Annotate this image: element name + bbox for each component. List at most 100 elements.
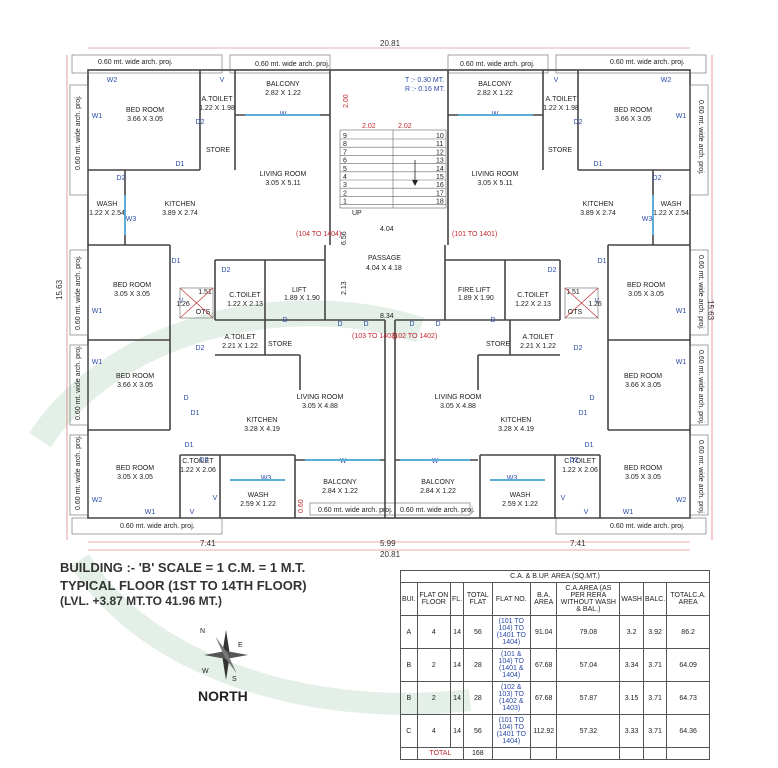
room-living2-mirror-label: LIVING ROOM <box>435 394 482 401</box>
table-cell: 14 <box>450 681 465 715</box>
ots-left <box>179 287 214 319</box>
room-bed1-mirror-size: 3.66 X 3.05 <box>615 116 651 123</box>
room-atoilet2-label: A.TOILET <box>225 334 257 341</box>
table-cell: 91.04 <box>529 615 558 649</box>
room-bed4-label: BED ROOM <box>116 465 154 472</box>
room-atoilet2-mirror-label: A.TOILET <box>523 334 555 341</box>
room-bed2-mirror-label: BED ROOM <box>627 282 665 289</box>
area-header-4: FLAT NO. <box>491 582 531 616</box>
room-bed4-mirror-size: 3.05 X 3.05 <box>625 474 661 481</box>
room-living2-size: 3.05 X 4.88 <box>302 403 338 410</box>
table-cell: 57.87 <box>556 681 621 715</box>
bottom-dim-1: 7.41 <box>200 539 216 548</box>
room-wash1-label: WASH <box>97 201 118 208</box>
stair-step-num: 12 <box>436 149 444 156</box>
north-label: NORTH <box>198 688 248 704</box>
compass-w: W <box>202 668 209 675</box>
tag-d2-mirror: D2 <box>548 267 557 274</box>
tag-v: V <box>179 298 184 305</box>
area-header-0: BUI. <box>400 582 418 616</box>
tag-d1: D1 <box>185 442 194 449</box>
proj-label-tm: 0.60 mt. wide arch. proj. <box>255 61 330 68</box>
table-cell: B <box>400 648 418 682</box>
lift-size: 1.89 X 1.90 <box>284 295 320 302</box>
room-ots-dim2: 1.26 <box>176 301 190 308</box>
room-living2-mirror-size: 3.05 X 4.88 <box>440 403 476 410</box>
tag-d2: D2 <box>222 267 231 274</box>
room-bed3-mirror-size: 3.66 X 3.05 <box>625 382 661 389</box>
top-left-projection <box>71 54 223 74</box>
stair-step-num: 3 <box>343 182 347 189</box>
tag-w1-mirror: W1 <box>623 509 634 516</box>
table-cell: 56 <box>463 615 493 649</box>
room-atoilet2-size: 2.21 X 1.22 <box>222 343 258 350</box>
table-cell: 64.73 <box>666 681 710 715</box>
room-atoilet2-mirror-size: 2.21 X 1.22 <box>520 343 556 350</box>
tag-w3-mirror: W3 <box>642 216 653 223</box>
table-cell: B <box>400 681 418 715</box>
overall-height-right: 15.63 <box>706 300 715 321</box>
tag-v: V <box>220 77 225 84</box>
room-balcony4-label: BALCONY <box>323 479 357 486</box>
proj-label-tr: 0.60 mt. wide arch. proj. <box>610 59 685 66</box>
table-cell: 112.92 <box>529 714 558 748</box>
table-cell: 4 <box>416 714 452 748</box>
proj-left-2: 0.60 mt. wide arch. proj. <box>75 255 82 330</box>
table-cell: 64.36 <box>666 714 710 748</box>
table-cell: 3.2 <box>619 615 644 649</box>
stair-step-num: 15 <box>436 174 444 181</box>
room-atoilet1-mirror-label: A.TOILET <box>546 96 578 103</box>
passage-h2: 2.13 <box>341 281 348 295</box>
tag-v-mirror: V <box>554 77 559 84</box>
table-cell: 3.15 <box>619 681 644 715</box>
room-ctoilet4-mirror-size: 1.22 X 2.06 <box>562 467 598 474</box>
table-cell: 3.34 <box>619 648 644 682</box>
room-bed3-mirror-label: BED ROOM <box>624 373 662 380</box>
tag-v-mirror: V <box>584 509 589 516</box>
table-cell: 3.92 <box>642 615 668 649</box>
room-kitchen1-label: KITCHEN <box>165 201 196 208</box>
proj-right-2: 0.60 mt. wide arch. proj. <box>697 255 704 330</box>
stair-step-num: 14 <box>436 166 444 173</box>
stair-step-num: 6 <box>343 158 347 165</box>
fire-lift-label: FIRE LIFT <box>458 287 491 294</box>
table-cell: 14 <box>450 615 465 649</box>
proj-right-1: 0.60 mt. wide arch. proj. <box>697 100 704 175</box>
tag-d2-mirror: D2 <box>653 175 662 182</box>
tag-w1: W1 <box>145 509 156 516</box>
stair-dim-2: 2.02 <box>398 123 412 130</box>
area-header-2: FL. <box>450 582 465 616</box>
room-bed4-size: 3.05 X 3.05 <box>117 474 153 481</box>
area-header-3: TOTAL FLAT <box>463 582 493 616</box>
room-living1-mirror-size: 3.05 X 5.11 <box>477 180 512 187</box>
room-living1-size: 3.05 X 5.11 <box>265 180 300 187</box>
bottom-dim-2: 5.99 <box>380 539 396 548</box>
table-cell: 86.2 <box>666 615 710 649</box>
room-balcony1-size: 2.82 X 1.22 <box>265 90 301 97</box>
room-wash4-size: 2.59 X 1.22 <box>240 501 276 508</box>
room-store1-mirror-label: STORE <box>548 147 572 154</box>
tag-d2: D2 <box>117 175 126 182</box>
tag-d1-mirror: D1 <box>585 442 594 449</box>
bottom-dim-3: 7.41 <box>570 539 586 548</box>
tag-w1-mirror: W1 <box>676 113 687 120</box>
room-bed4-mirror-label: BED ROOM <box>624 465 662 472</box>
flat-tag-102: (102 TO 1402) <box>392 333 437 340</box>
overall-height-left: 15.63 <box>55 279 64 300</box>
tag-w3: W3 <box>126 216 137 223</box>
tag-d-mirror: D <box>409 321 414 328</box>
room-atoilet1-label: A.TOILET <box>202 96 234 103</box>
room-ots-label: OTS <box>568 309 583 316</box>
total-value: 168 <box>463 747 493 760</box>
tag-d2: D2 <box>196 119 205 126</box>
proj-label-tl: 0.60 mt. wide arch. proj. <box>98 59 173 66</box>
stair-dim-1: 2.02 <box>362 123 376 130</box>
table-cell: 14 <box>450 714 465 748</box>
room-ots-dim2: 1.26 <box>588 301 602 308</box>
passage-size: 4.04 X 4.18 <box>366 265 402 272</box>
tag-d1: D1 <box>176 161 185 168</box>
